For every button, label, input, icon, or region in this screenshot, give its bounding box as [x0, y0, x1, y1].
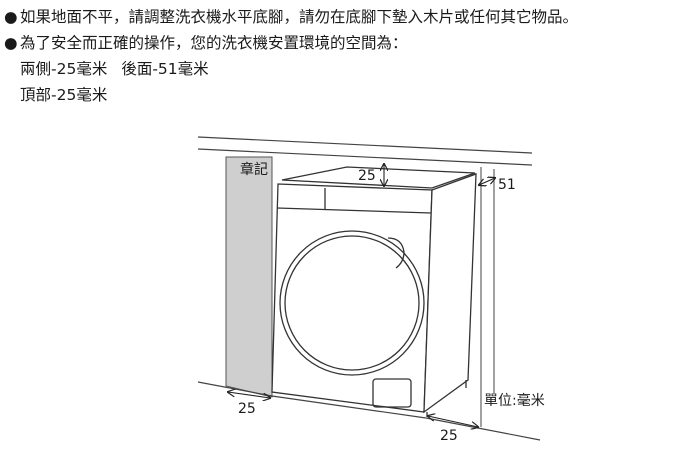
- note-line-3: 兩側-25毫米後面-51毫米: [4, 56, 676, 82]
- bullet-icon: ●: [4, 34, 18, 52]
- washer-front: [271, 183, 433, 413]
- washer-door: [279, 230, 425, 376]
- floor-line-front: [271, 395, 427, 419]
- washer-door-inner: [284, 235, 420, 371]
- note-clearance-intro: 為了安全而正確的操作，您的洗衣機安置環境的空間為：: [20, 34, 408, 52]
- side-wall-panel: [225, 156, 273, 398]
- clearance-side: 兩側-25毫米: [20, 60, 108, 78]
- clearance-back: 後面-51毫米: [121, 60, 209, 78]
- clearance-top: 頂部-25毫米: [20, 86, 108, 104]
- wall-label: 章記: [240, 161, 268, 178]
- left-gap-arrow: [228, 392, 270, 398]
- instruction-text: ●如果地面不平，請調整洗衣機水平底腳，請勿在底腳下墊入木片或任何其它物品。 ●為…: [4, 4, 676, 108]
- bottom-gap-label: 25: [440, 428, 458, 444]
- note-level-feet: 如果地面不平，請調整洗衣機水平底腳，請勿在底腳下墊入木片或任何其它物品。: [20, 8, 579, 26]
- washing-machine: [271, 166, 477, 417]
- left-gap-label: 25: [238, 401, 256, 417]
- note-line-4: 頂部-25毫米: [4, 82, 676, 108]
- service-hatch: [372, 378, 412, 408]
- bullet-icon: ●: [4, 8, 18, 26]
- unit-label: 單位:毫米: [484, 392, 545, 409]
- bottom-gap-arrow: [428, 416, 478, 427]
- counter-line-bottom: [197, 148, 533, 166]
- note-line-2: ●為了安全而正確的操作，您的洗衣機安置環境的空間為：: [4, 30, 676, 56]
- note-line-1: ●如果地面不平，請調整洗衣機水平底腳，請勿在底腳下墊入木片或任何其它物品。: [4, 4, 676, 30]
- counter-line-top: [197, 136, 533, 154]
- top-gap-label: 25: [358, 168, 376, 184]
- back-gap-label: 51: [498, 177, 516, 193]
- washer-side: [423, 173, 477, 414]
- back-gap-arrow: [479, 178, 495, 185]
